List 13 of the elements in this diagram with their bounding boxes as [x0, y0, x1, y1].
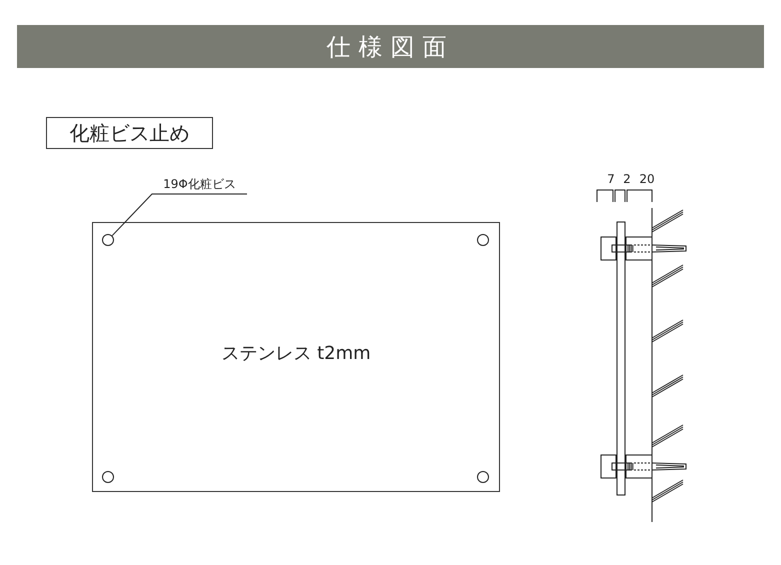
screw-hole: [477, 471, 489, 483]
dimension-label: 20: [639, 172, 655, 186]
leader-line: [112, 194, 248, 236]
plate-outline: [92, 222, 500, 492]
screw-hole: [102, 234, 114, 246]
leader-text: 19Φ化粧ビス: [152, 175, 247, 194]
dimension-label: 7: [607, 172, 615, 186]
heading-box: 化粧ビス止め: [46, 117, 213, 149]
material-label: ステンレス t2mm: [220, 342, 372, 365]
screw-hole: [477, 234, 489, 246]
dimension-label: 2: [623, 172, 631, 186]
screw-hole: [102, 471, 114, 483]
title-banner: 仕様図面: [17, 25, 764, 68]
